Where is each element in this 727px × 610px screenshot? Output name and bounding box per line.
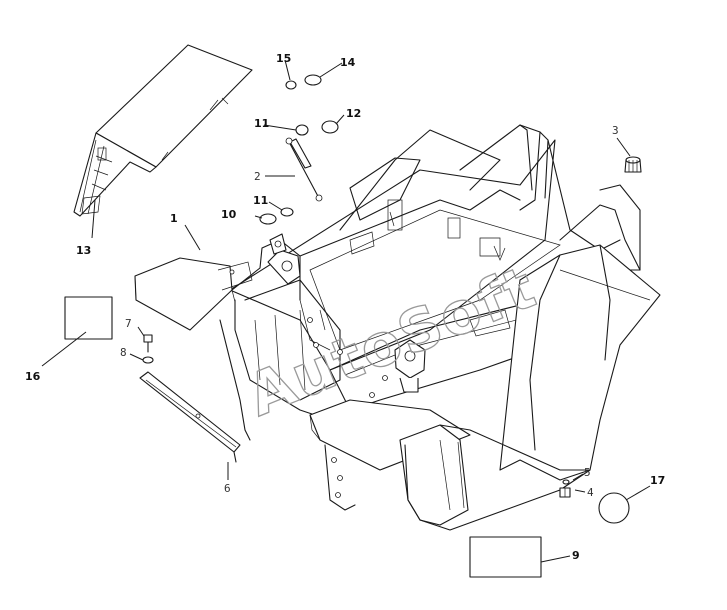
left-step-platform <box>134 257 253 331</box>
part-3-cap <box>624 156 642 173</box>
callout-12: 12 <box>346 107 361 120</box>
part-4-nut <box>559 487 571 498</box>
part-8-nut <box>142 356 154 364</box>
callout-15: 15 <box>276 52 291 65</box>
part-16-label-plate <box>64 296 113 340</box>
callout-3: 3 <box>612 124 619 137</box>
callout-8: 8 <box>120 346 127 359</box>
callout-10: 10 <box>221 208 237 221</box>
callout-11-lower: 11 <box>253 194 268 207</box>
part-17-disc <box>598 492 630 524</box>
right-step-platform <box>309 399 471 511</box>
callout-11-upper: 11 <box>254 117 269 130</box>
part-5-washer <box>562 479 570 485</box>
callout-17: 17 <box>650 474 665 487</box>
callout-13: 13 <box>76 244 91 257</box>
main-chassis-frame <box>219 124 641 441</box>
callout-16: 16 <box>25 370 41 383</box>
part-15-washer <box>285 80 297 90</box>
callout-4: 4 <box>587 486 594 499</box>
part-6-bar <box>139 371 241 463</box>
callout-9: 9 <box>572 549 580 562</box>
callout-14: 14 <box>340 56 356 69</box>
leader-lines <box>41 59 651 563</box>
part-2-gas-spring <box>285 137 323 202</box>
part-11-washer-lower <box>280 207 294 217</box>
part-10-washer <box>259 213 277 225</box>
part-13-cover-panel <box>73 44 253 217</box>
callout-1: 1 <box>170 212 178 225</box>
right-fender-panel <box>399 244 661 531</box>
part-7-bolt <box>143 334 153 353</box>
part-12-washer <box>321 120 339 134</box>
part-9-label-plate <box>469 536 542 578</box>
callout-7: 7 <box>125 317 132 330</box>
callout-6: 6 <box>224 482 231 495</box>
callout-2: 2 <box>254 170 261 183</box>
callout-5: 5 <box>584 466 591 479</box>
part-11-washer-upper <box>295 124 309 136</box>
part-14-washer <box>304 74 322 86</box>
